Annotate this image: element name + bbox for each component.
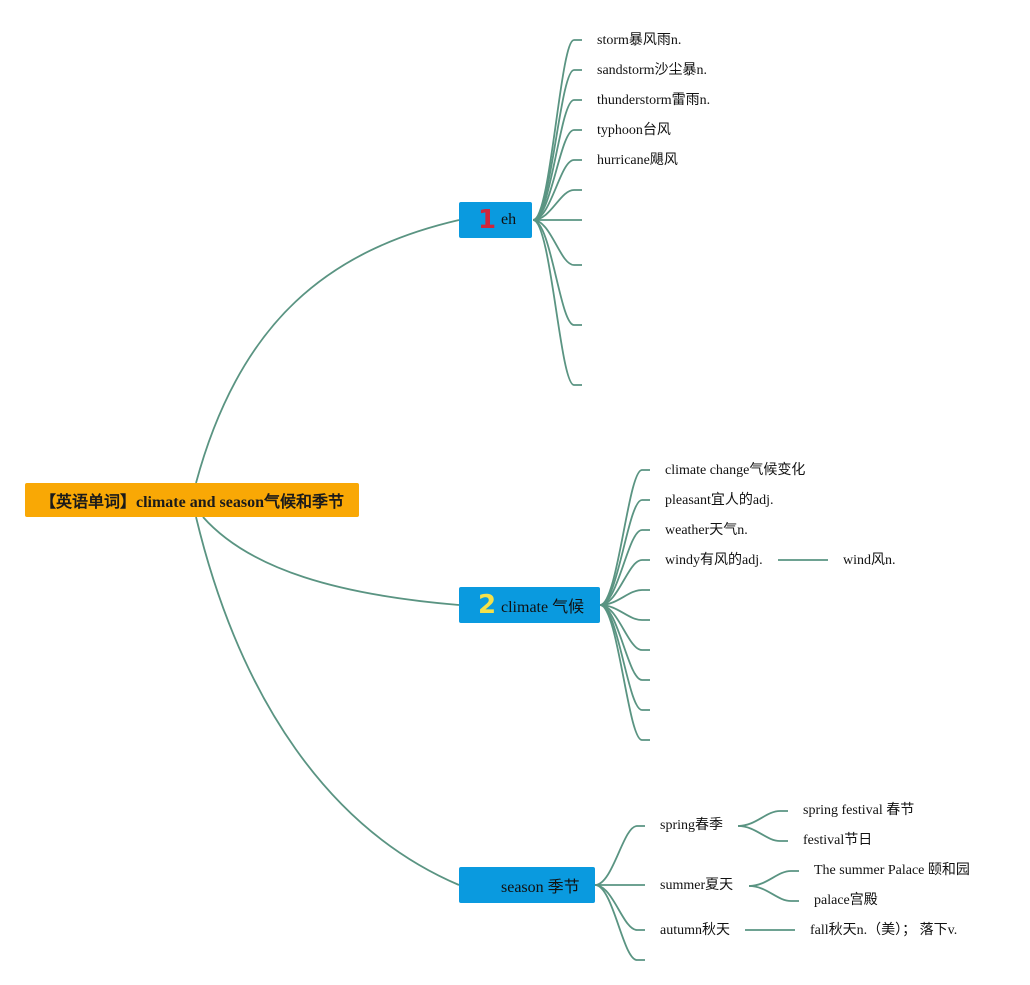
- connector-spring-item-2: [737, 825, 788, 842]
- leaf-spring-festival[interactable]: spring festival 春节: [803, 803, 915, 818]
- branch-eh[interactable]: 1 eh: [459, 202, 532, 238]
- leaf-summer-palace[interactable]: The summer Palace 颐和园: [814, 863, 970, 878]
- leaf-thunderstorm[interactable]: thunderstorm雷雨n.: [597, 93, 711, 108]
- connector-root-branch-3: [195, 516, 460, 886]
- connector-branch-2-item-4: [599, 559, 650, 606]
- leaf-palace[interactable]: palace宫殿: [814, 893, 878, 908]
- leaf-spring[interactable]: spring春季: [660, 818, 723, 833]
- leaf-pleasant[interactable]: pleasant宜人的adj.: [665, 493, 774, 508]
- connector-branch-2-item-5: [599, 589, 650, 606]
- branch-eh-label: eh: [501, 211, 517, 228]
- leaf-climate-change[interactable]: climate change气候变化: [665, 463, 806, 478]
- number-1-icon: 1: [477, 205, 497, 235]
- root-topic-label: 【英语单词】climate and season气候和季节: [39, 494, 344, 511]
- connector-branch-2-item-3: [599, 529, 650, 606]
- leaf-sandstorm[interactable]: sandstorm沙尘暴n.: [597, 63, 708, 78]
- connector-root-branch-2: [202, 516, 460, 606]
- connector-branch-1-item-8: [532, 219, 582, 266]
- leaf-fall[interactable]: fall秋天n.（美）； 落下v.: [810, 923, 958, 938]
- connector-branch-1-item-4: [532, 129, 582, 221]
- leaf-wind[interactable]: wind风n.: [843, 553, 896, 568]
- branch-season-label: season 季节: [501, 879, 580, 896]
- number-2-icon: 2: [477, 590, 497, 620]
- connector-branch-1-item-5: [532, 159, 582, 221]
- connector-summer-item-1: [748, 870, 799, 887]
- leaf-hurricane[interactable]: hurricane飓风: [597, 153, 678, 168]
- connector-branch-3-item-3: [594, 884, 645, 931]
- branch-climate-label: climate 气候: [501, 599, 585, 616]
- leaf-storm[interactable]: storm暴风雨n.: [597, 33, 682, 48]
- leaf-typhoon[interactable]: typhoon台风: [597, 123, 671, 138]
- connector-branch-2-item-10: [599, 604, 650, 741]
- leaf-autumn[interactable]: autumn秋天: [660, 923, 730, 938]
- connector-branch-1-item-3: [532, 99, 582, 221]
- leaf-summer[interactable]: summer夏天: [660, 878, 734, 893]
- connector-root-branch-1: [195, 219, 460, 484]
- leaf-weather[interactable]: weather天气n.: [665, 523, 748, 538]
- connector-branch-2-item-1: [599, 469, 650, 606]
- connector-branch-1-item-9: [532, 219, 582, 326]
- branch-climate[interactable]: 2 climate 气候: [459, 587, 600, 623]
- leaf-windy[interactable]: windy有风的adj.: [665, 553, 763, 568]
- connector-branch-2-item-2: [599, 499, 650, 606]
- connector-branch-1-item-6: [532, 189, 582, 221]
- connector-summer-item-2: [748, 885, 799, 902]
- connector-branch-3-item-1: [594, 825, 645, 886]
- connector-branch-1-item-10: [532, 219, 582, 386]
- leaf-festival[interactable]: festival节日: [803, 833, 873, 848]
- root-topic[interactable]: 【英语单词】climate and season气候和季节: [25, 483, 359, 517]
- branch-season[interactable]: season 季节: [459, 867, 595, 903]
- connector-spring-item-1: [737, 810, 788, 827]
- connector-branch-3-item-4: [594, 884, 645, 961]
